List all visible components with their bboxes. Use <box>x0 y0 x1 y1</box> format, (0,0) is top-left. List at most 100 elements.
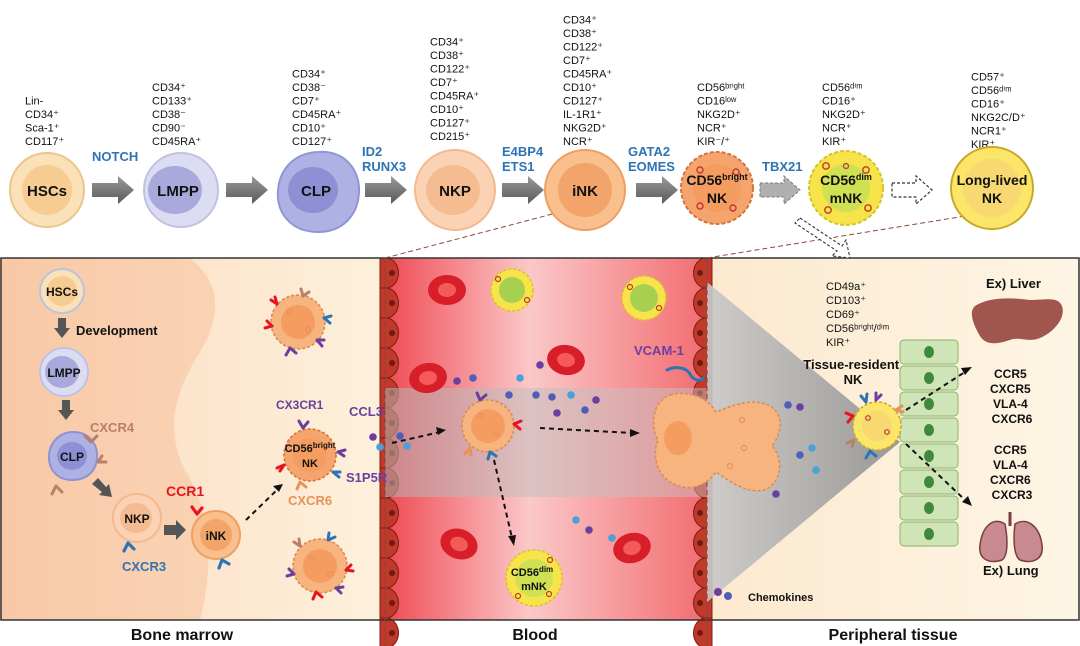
ccr1-receptors <box>190 505 204 516</box>
factor-e4bp4: E4BP4 <box>502 144 544 159</box>
chemokine-dot <box>808 444 816 452</box>
cell-ink: iNK <box>544 149 626 231</box>
blood-mnk-upper-right <box>621 275 667 321</box>
cell-long-lived-label: Long-lived <box>957 172 1028 188</box>
red-blood-cell <box>440 528 478 560</box>
cell-hscs: HSCs <box>9 152 85 228</box>
vcam1-label: VCAM-1 <box>634 343 684 358</box>
arrow-nkp-ink <box>502 176 544 204</box>
cell-cd56dim-sublabel: mNK <box>830 190 863 206</box>
red-blood-cells <box>409 275 651 564</box>
lung-receptors: CCR5 VLA-4 CXCR6 CXCR3 <box>990 443 1034 502</box>
liver-icon <box>971 298 1063 344</box>
arrow-hsc-lmpp <box>92 176 134 204</box>
marker-list-1: CD34⁺CD133⁺CD38⁻CD90⁻CD45RA⁺ <box>152 82 201 148</box>
epithelial-nucleus <box>924 450 934 462</box>
chemokine-dot <box>403 442 411 450</box>
factor-ets1: ETS1 <box>502 159 535 174</box>
bone-marrow-content: HSCs Development LMPP CLP NKP iNK <box>39 268 355 601</box>
bm-cd56bright-sublabel: NK <box>302 458 318 470</box>
endothelial-nucleus <box>697 630 703 636</box>
bm-nk-cell-lower <box>285 531 355 601</box>
chemokine-dot <box>567 391 575 399</box>
endothelial-nucleus <box>697 600 703 606</box>
chemokine-gradient-triangle <box>707 282 900 602</box>
marker-lists: Lin-CD34⁺Sca-1⁺CD117⁺CD34⁺CD133⁺CD38⁻CD9… <box>25 15 1026 152</box>
arrow-to-lung-head <box>962 496 972 506</box>
endothelial-nucleus <box>389 270 395 276</box>
cxcr4-receptors <box>50 434 108 496</box>
epithelial-nucleus <box>924 398 934 410</box>
arrow-cd56dim-tissue-resident <box>794 217 851 259</box>
red-blood-cell <box>428 275 466 305</box>
chemokine-dot <box>505 391 513 399</box>
cell-long-lived-sublabel: NK <box>982 190 1002 206</box>
endothelial-nucleus <box>389 630 395 636</box>
bm-cell-clp: CLP <box>47 430 99 482</box>
cell-clp: CLP <box>276 150 361 234</box>
epithelial-nucleus <box>924 528 934 540</box>
cell-cd56bright-sublabel: NK <box>707 190 727 206</box>
tissue-resident-nk <box>844 391 905 460</box>
cell-lmpp: LMPP <box>143 152 219 228</box>
endothelial-nucleus <box>389 330 395 336</box>
factor-id2: ID2 <box>362 144 382 159</box>
extravasating-nk <box>652 392 781 492</box>
cxcr3-label: CXCR3 <box>122 559 166 574</box>
epithelial-nucleus <box>924 346 934 358</box>
chemokine-dot <box>796 451 804 459</box>
tissue-content: CD49a⁺ CD103⁺ CD69⁺ CD56ᵇʳⁱᵍʰᵗ/ᵈⁱᵐ KIR⁺ … <box>714 276 1063 604</box>
bm-nk-cell-upper <box>263 287 333 357</box>
vcam1-receptor <box>665 366 706 382</box>
bm-development-label: Development <box>76 323 158 338</box>
tissue-resident-markers: CD49a⁺ CD103⁺ CD69⁺ CD56ᵇʳⁱᵍʰᵗ/ᵈⁱᵐ KIR⁺ <box>826 281 892 349</box>
arrow-cd56dim-longlived <box>891 174 933 206</box>
endothelial-nucleus <box>697 360 703 366</box>
arrow-to-liver-head <box>961 367 972 375</box>
ccl3-label: CCL3 <box>349 404 383 419</box>
tissue-epithelium <box>899 339 959 547</box>
cx3cr1-label: CX3CR1 <box>276 398 324 412</box>
endothelial-nucleus <box>697 330 703 336</box>
endothelial-nucleus <box>389 510 395 516</box>
chemokine-dot <box>784 401 792 409</box>
red-blood-cell <box>547 344 585 376</box>
bm-arrow-4 <box>164 520 186 540</box>
cell-long-lived-nk: Long-lived NK <box>950 146 1034 230</box>
arrow-to-lung <box>905 443 966 501</box>
chemokine-dot <box>532 391 540 399</box>
s1p5r-label: S1P5R <box>346 470 388 485</box>
endothelial-nucleus <box>697 300 703 306</box>
blood-arrow-in-head <box>436 427 446 435</box>
bm-dashed-arrow <box>245 486 281 521</box>
panel-frame <box>0 257 1080 621</box>
bm-arrow-1 <box>54 318 70 338</box>
chemokine-dot <box>369 433 377 441</box>
arrow-clp-nkp <box>365 176 407 204</box>
blood-migrating-nk <box>461 391 523 461</box>
bm-cell-ink: iNK <box>191 510 241 560</box>
bm-cell-nkp: NKP <box>112 493 162 543</box>
section-title-bone-marrow: Bone marrow <box>131 627 234 644</box>
bm-cd56bright-nk: CD56bright NK <box>275 419 347 491</box>
blood-arrow-right-head <box>630 429 640 437</box>
bm-hscs-label: HSCs <box>46 285 78 299</box>
cell-ink-label: iNK <box>572 183 598 200</box>
section-title-blood: Blood <box>512 627 557 644</box>
cxcr6-label: CXCR6 <box>288 493 332 508</box>
bm-arrow-3 <box>92 478 112 497</box>
chemokine-dot <box>812 466 820 474</box>
blood-cd56dim-mnk: CD56dim mNK <box>505 549 563 607</box>
marker-list-4: CD34⁺CD38⁺CD122⁺CD7⁺CD45RA⁺CD10⁺CD127⁺IL… <box>563 15 612 149</box>
chemokine-dot <box>585 526 593 534</box>
red-blood-cell <box>613 532 651 564</box>
endothelial-nucleus <box>697 510 703 516</box>
chemokine-dot <box>572 516 580 524</box>
epithelial-nucleus <box>924 476 934 488</box>
chemokine-dot <box>581 406 589 414</box>
chemokine-dot <box>396 432 404 440</box>
endothelial-nucleus <box>697 570 703 576</box>
